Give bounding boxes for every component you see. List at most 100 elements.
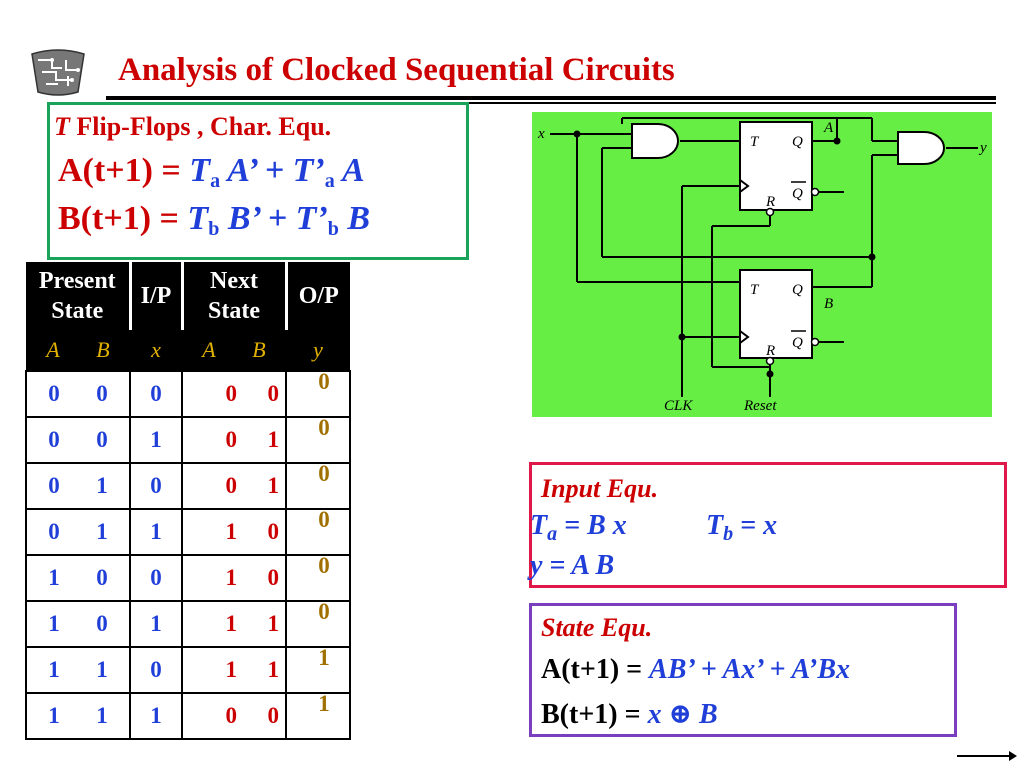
table-cell: 0: [285, 415, 351, 464]
cell-value: 1: [96, 703, 108, 728]
sub-a: A: [46, 337, 60, 362]
label-clk: CLK: [664, 398, 693, 414]
eq-term: T’: [295, 200, 328, 237]
cell-value: 1: [48, 703, 60, 728]
label-b: B: [824, 296, 833, 312]
circuit-board-logo-icon: [31, 49, 85, 96]
eq-rhs: x ⊕ B: [647, 699, 718, 730]
t-var: T: [54, 112, 70, 141]
cell-value: 0: [150, 657, 162, 682]
eq-rhs: AB’ + Ax’ + A’Bx: [649, 654, 851, 685]
input-equations-heading: Input Equ.: [541, 474, 659, 503]
char-equation-a: A(t+1) = Ta A’ + T’a A: [58, 152, 365, 193]
cell-value: 0: [150, 473, 162, 498]
cell-value: 1: [48, 611, 60, 636]
cell-value: 0: [318, 369, 330, 394]
cell-value: 1: [267, 427, 280, 452]
ff-a-t: T: [750, 134, 760, 150]
cell-value: 0: [48, 519, 60, 544]
eq-term: T: [706, 510, 724, 541]
cell-value: 0: [267, 565, 280, 590]
eq-sub: b: [723, 523, 734, 545]
eq-lhs: B(t+1) =: [58, 200, 188, 237]
cell-value: 1: [96, 519, 108, 544]
cell-value: 0: [96, 565, 108, 590]
cell-value: 1: [48, 657, 60, 682]
cell-value: 1: [318, 691, 330, 716]
eq-rest: = x: [733, 510, 778, 541]
input-equation-ta: Ta = B x: [530, 510, 627, 546]
ff-b-q: Q: [792, 282, 803, 298]
cell-value: 0: [318, 415, 330, 440]
cell-value: 0: [267, 381, 280, 406]
table-cell: 0: [129, 462, 183, 510]
cell-value: 1: [150, 703, 162, 728]
table-cell: 0: [285, 553, 351, 602]
header-line: State: [208, 298, 260, 324]
state-equations-heading: State Equ.: [541, 613, 653, 642]
cell-value: 0: [150, 565, 162, 590]
ff-b-qbar: Q: [792, 335, 803, 351]
eq-term: A’ +: [220, 152, 293, 189]
state-equation-b: B(t+1) = x ⊕ B: [541, 697, 718, 731]
cell-value: 1: [150, 519, 162, 544]
eq-lhs: A(t+1) =: [541, 654, 650, 685]
table-cell: 1: [129, 508, 183, 556]
heading-text: Flip-Flops , Char. Equ.: [69, 112, 332, 141]
table-cell: 1: [129, 600, 183, 648]
eq-lhs: A(t+1) =: [58, 152, 190, 189]
cell-value: 0: [318, 507, 330, 532]
page-title: Analysis of Clocked Sequential Circuits: [118, 52, 675, 88]
cell-value: 1: [267, 473, 280, 498]
subheader-y: y: [286, 330, 350, 371]
ff-a-r: R: [765, 194, 775, 210]
cell-value: 1: [267, 657, 280, 682]
title-rule: [106, 96, 996, 100]
eq-rest: = B x: [557, 510, 627, 541]
table-cell: 0: [285, 461, 351, 510]
cell-value: 1: [225, 657, 238, 682]
eq-term: T’: [292, 152, 325, 189]
eq-term: A: [334, 152, 365, 189]
eq-term: B’ +: [219, 200, 296, 237]
sub-b: B: [96, 337, 110, 362]
state-equation-a: A(t+1) = AB’ + Ax’ + A’Bx: [541, 654, 850, 686]
state-equations-box: [529, 603, 957, 737]
eq-term: T: [189, 152, 211, 189]
cell-value: 1: [150, 611, 162, 636]
header-op: O/P: [286, 262, 350, 330]
table-cell: 1: [129, 692, 183, 740]
title-rule-thin: [106, 102, 996, 104]
table-cell: 1: [129, 416, 183, 464]
label-y: y: [978, 140, 987, 156]
cell-value: 1: [150, 427, 162, 452]
eq-sub: b: [208, 218, 220, 240]
header-line: Next: [210, 268, 258, 294]
cell-value: 0: [96, 381, 108, 406]
cell-value: 0: [48, 427, 60, 452]
t-flipflop-heading: T Flip-Flops , Char. Equ.: [54, 112, 331, 142]
next-arrow-icon[interactable]: [955, 748, 1017, 764]
cell-value: 0: [318, 599, 330, 624]
